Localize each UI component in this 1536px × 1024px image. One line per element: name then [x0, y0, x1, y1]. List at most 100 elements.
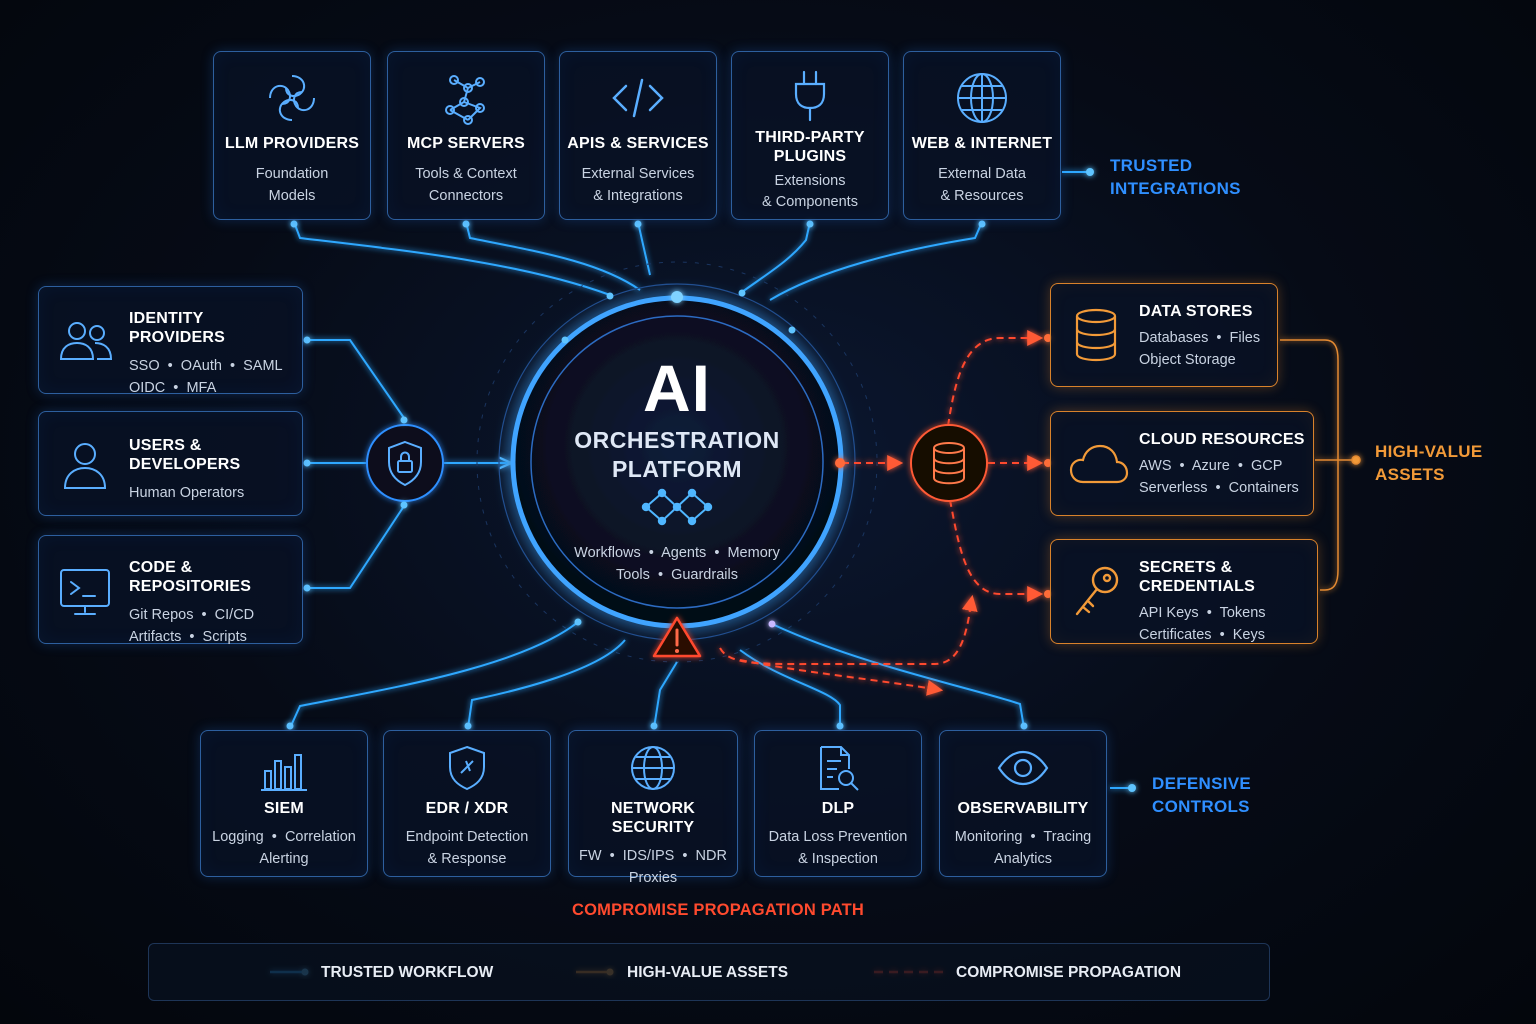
wire-plugins — [741, 221, 811, 293]
card-title: IDENTITY PROVIDERS — [129, 310, 226, 346]
card-line2: Certificates • Keys — [1139, 627, 1265, 643]
key-icon — [1075, 566, 1119, 616]
wire-hub-secrets — [949, 499, 1044, 602]
globe-icon — [631, 746, 675, 790]
legend-trusted-workflow: TRUSTED WORKFLOW — [321, 964, 494, 981]
lock-shield-icon — [388, 440, 422, 487]
wire-code — [307, 505, 405, 589]
card-line2: & Resources — [940, 188, 1024, 204]
card-line1: Tools & Context — [415, 166, 517, 182]
right-hub — [835, 334, 1052, 598]
legend: TRUSTED WORKFLOW HIGH-VALUE ASSETS COMPR… — [148, 943, 1270, 1001]
card-line1: Data Loss Prevention — [768, 829, 908, 845]
card-line1: Human Operators — [129, 485, 245, 501]
label-line: CONTROLS — [1152, 797, 1250, 816]
defensive-wires — [289, 621, 1132, 789]
node-llm — [290, 220, 298, 228]
card-third-party-plugins[interactable]: THIRD-PARTY PLUGINS Extensions & Compone… — [731, 51, 889, 220]
card-llm-providers[interactable]: LLM PROVIDERS Foundation Models — [213, 51, 371, 220]
shield-icon — [449, 745, 485, 791]
card-line2: Proxies — [628, 870, 678, 886]
card-secrets-credentials[interactable]: SECRETS & CREDENTIALS API Keys • Tokens … — [1050, 539, 1318, 644]
users-group-icon — [59, 322, 113, 360]
eye-icon — [997, 750, 1049, 786]
card-line2: Connectors — [428, 188, 504, 204]
label-line: ASSETS — [1375, 465, 1445, 484]
card-line2: & Integrations — [593, 188, 683, 204]
card-title: OBSERVABILITY — [957, 800, 1089, 817]
node-lock-top — [400, 416, 408, 424]
card-line1: Monitoring • Tracing — [954, 829, 1092, 845]
wire-mcp — [465, 221, 641, 291]
bar-chart-icon — [261, 754, 307, 791]
node-code — [303, 584, 311, 592]
asset-bracket — [1280, 339, 1361, 591]
card-line1: AWS • Azure • GCP — [1139, 458, 1283, 474]
card-network-security[interactable]: NETWORK SECURITY FW • IDS/IPS • NDR Prox… — [568, 730, 738, 886]
card-title: SIEM — [264, 800, 304, 817]
node-apis — [634, 220, 642, 228]
warning-icon — [652, 616, 702, 658]
card-cloud-resources[interactable]: CLOUD RESOURCES AWS • Azure • GCP Server… — [1050, 411, 1314, 516]
card-data-stores[interactable]: DATA STORES Databases • Files Object Sto… — [1050, 283, 1278, 387]
card-identity-providers[interactable]: IDENTITY PROVIDERS SSO • OAuth • SAML OI… — [38, 286, 303, 396]
defensive-controls-label: DEFENSIVE CONTROLS — [1152, 772, 1251, 818]
card-title: CODE & REPOSITORIES — [129, 559, 252, 595]
wire-hub-datastores — [947, 330, 1044, 427]
high-value-assets-label: HIGH-VALUE ASSETS — [1375, 440, 1483, 486]
card-line1: Git Repos • CI/CD — [129, 607, 255, 623]
core-title-line2: PLATFORM — [611, 456, 743, 482]
card-line2: Object Storage — [1139, 352, 1236, 368]
card-web-internet[interactable]: WEB & INTERNET External Data & Resources — [903, 51, 1061, 220]
card-title: DATA STORES — [1139, 303, 1253, 320]
defensive-wire-nodes — [286, 618, 1136, 792]
legend-compromise-propagation: COMPROMISE PROPAGATION — [956, 964, 1182, 981]
card-apis-services[interactable]: APIS & SERVICES External Services & Inte… — [559, 51, 717, 220]
card-title: EDR / XDR — [425, 800, 509, 817]
document-search-icon — [820, 746, 859, 791]
card-line1: FW • IDS/IPS • NDR — [579, 848, 727, 864]
card-title: LLM PROVIDERS — [224, 135, 360, 152]
card-line1: Foundation — [255, 166, 329, 182]
wire-propagation-up — [719, 594, 978, 666]
card-line2: & Inspection — [798, 851, 878, 867]
card-title: MCP SERVERS — [406, 135, 526, 152]
label-line: DEFENSIVE — [1152, 774, 1252, 793]
core-platform[interactable]: AI ORCHESTRATION PLATFORM Workflows • Ag… — [527, 350, 827, 586]
node-trusted-label — [1086, 168, 1094, 176]
database-hub-icon — [933, 442, 965, 485]
card-line2: Artifacts • Scripts — [129, 629, 247, 645]
card-edr-xdr[interactable]: EDR / XDR Endpoint Detection & Response — [383, 730, 551, 877]
wire-propagation-down — [739, 659, 944, 696]
llm-swirl-icon — [269, 75, 315, 121]
node-web — [978, 220, 986, 228]
card-line2: OIDC • MFA — [129, 380, 217, 396]
terminal-icon — [60, 569, 110, 615]
card-siem[interactable]: SIEM Logging • Correlation Alerting — [200, 730, 368, 877]
trusted-wire-nodes — [290, 168, 1094, 228]
card-line1: API Keys • Tokens — [1139, 605, 1266, 621]
card-mcp-servers[interactable]: MCP SERVERS Tools & Context Connectors — [387, 51, 545, 220]
core-features-line1: Workflows • Agents • Memory — [574, 545, 780, 561]
label-line: HIGH-VALUE — [1375, 442, 1483, 461]
card-observability[interactable]: OBSERVABILITY Monitoring • Tracing Analy… — [939, 730, 1107, 877]
user-icon — [63, 443, 107, 489]
legend-high-value-assets: HIGH-VALUE ASSETS — [627, 964, 789, 981]
card-users-developers[interactable]: USERS & DEVELOPERS Human Operators — [38, 411, 303, 516]
card-title: NETWORK SECURITY — [610, 800, 696, 836]
card-title: DLP — [821, 800, 855, 817]
card-line2: Models — [268, 188, 316, 204]
card-title: THIRD-PARTY — [755, 129, 865, 146]
card-code-repositories[interactable]: CODE & REPOSITORIES Git Repos • CI/CD Ar… — [38, 535, 303, 645]
compromise-wires — [719, 330, 1044, 696]
card-line2: Analytics — [993, 851, 1053, 867]
wire-identity — [307, 339, 405, 419]
wire-web — [769, 221, 983, 301]
node-plugins — [806, 220, 814, 228]
card-title-2: PLUGINS — [773, 148, 847, 165]
wire-apis — [637, 221, 651, 276]
card-dlp[interactable]: DLP Data Loss Prevention & Inspection — [754, 730, 922, 877]
label-line: INTEGRATIONS — [1110, 179, 1241, 198]
card-line2: Alerting — [259, 851, 309, 867]
node-users — [303, 459, 311, 467]
